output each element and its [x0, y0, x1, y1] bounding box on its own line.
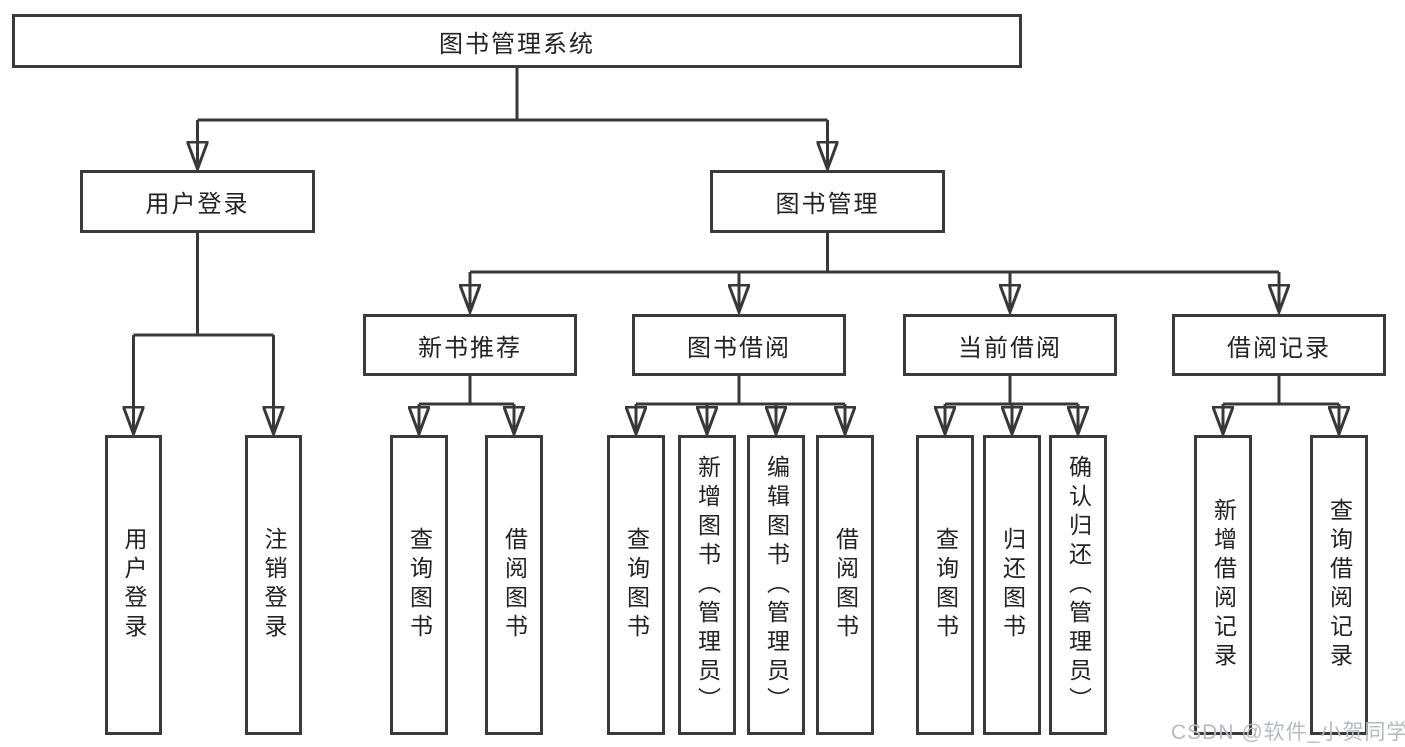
leaf-add-books-admin-label: 新增图书（管理员） — [694, 454, 721, 716]
leaf-borrow-books-recommend-label: 借阅图书 — [501, 527, 528, 643]
node-library-system: 图书管理系统 — [12, 14, 1022, 68]
leaf-confirm-return-admin-label: 确认归还（管理员） — [1065, 454, 1092, 716]
leaf-query-borrow-record-label: 查询借阅记录 — [1326, 498, 1353, 672]
leaf-return-books-label: 归还图书 — [999, 527, 1026, 643]
leaf-confirm-return-admin: 确认归还（管理员） — [1049, 435, 1107, 735]
node-book-management: 图书管理 — [710, 170, 945, 233]
leaf-borrow-books-label: 借阅图书 — [832, 527, 859, 643]
leaf-query-books-recommend-label: 查询图书 — [406, 527, 433, 643]
node-user-login-label: 用户登录 — [145, 191, 250, 218]
leaf-add-borrow-record: 新增借阅记录 — [1194, 435, 1252, 735]
node-current-borrowing-label: 当前借阅 — [958, 334, 1062, 362]
leaf-borrow-books-recommend: 借阅图书 — [485, 435, 543, 735]
leaf-add-books-admin: 新增图书（管理员） — [678, 435, 736, 735]
connector-borrow-record-children — [1223, 376, 1339, 434]
node-borrowing-records-label: 借阅记录 — [1227, 334, 1331, 362]
connector-root-to-level2 — [198, 68, 828, 169]
node-borrowing-records: 借阅记录 — [1172, 314, 1386, 376]
node-current-borrowing: 当前借阅 — [903, 314, 1117, 376]
connector-current-borrow-children — [945, 376, 1078, 434]
node-book-borrowing-label: 图书借阅 — [687, 334, 791, 362]
connector-book-borrow-children — [636, 376, 845, 434]
leaf-add-borrow-record-label: 新增借阅记录 — [1210, 498, 1237, 672]
leaf-edit-books-admin: 编辑图书（管理员） — [747, 435, 805, 735]
connector-book-management-children — [470, 233, 1279, 312]
leaf-query-books-borrow: 查询图书 — [607, 435, 665, 735]
leaf-query-books-current: 查询图书 — [916, 435, 974, 735]
leaf-query-books-borrow-label: 查询图书 — [623, 527, 650, 643]
leaf-user-login: 用户登录 — [105, 435, 162, 735]
node-user-login: 用户登录 — [80, 170, 315, 233]
node-book-borrowing: 图书借阅 — [632, 314, 846, 376]
node-new-book-recommend-label: 新书推荐 — [418, 334, 522, 362]
connector-new-book-children — [419, 376, 514, 434]
leaf-logout-label: 注销登录 — [261, 527, 287, 643]
leaf-return-books: 归还图书 — [983, 435, 1041, 735]
connector-user-login-children — [134, 233, 274, 434]
watermark: CSDN @软件_小贺同学 — [1171, 721, 1405, 744]
leaf-query-books-recommend: 查询图书 — [390, 435, 448, 735]
node-new-book-recommend: 新书推荐 — [363, 314, 577, 376]
leaf-query-books-current-label: 查询图书 — [932, 527, 959, 643]
leaf-edit-books-admin-label: 编辑图书（管理员） — [763, 454, 790, 716]
leaf-user-login-label: 用户登录 — [121, 527, 147, 643]
node-library-system-label: 图书管理系统 — [439, 30, 595, 58]
node-book-management-label: 图书管理 — [775, 191, 880, 218]
leaf-logout: 注销登录 — [245, 435, 302, 735]
leaf-borrow-books: 借阅图书 — [816, 435, 874, 735]
leaf-query-borrow-record: 查询借阅记录 — [1310, 435, 1368, 735]
